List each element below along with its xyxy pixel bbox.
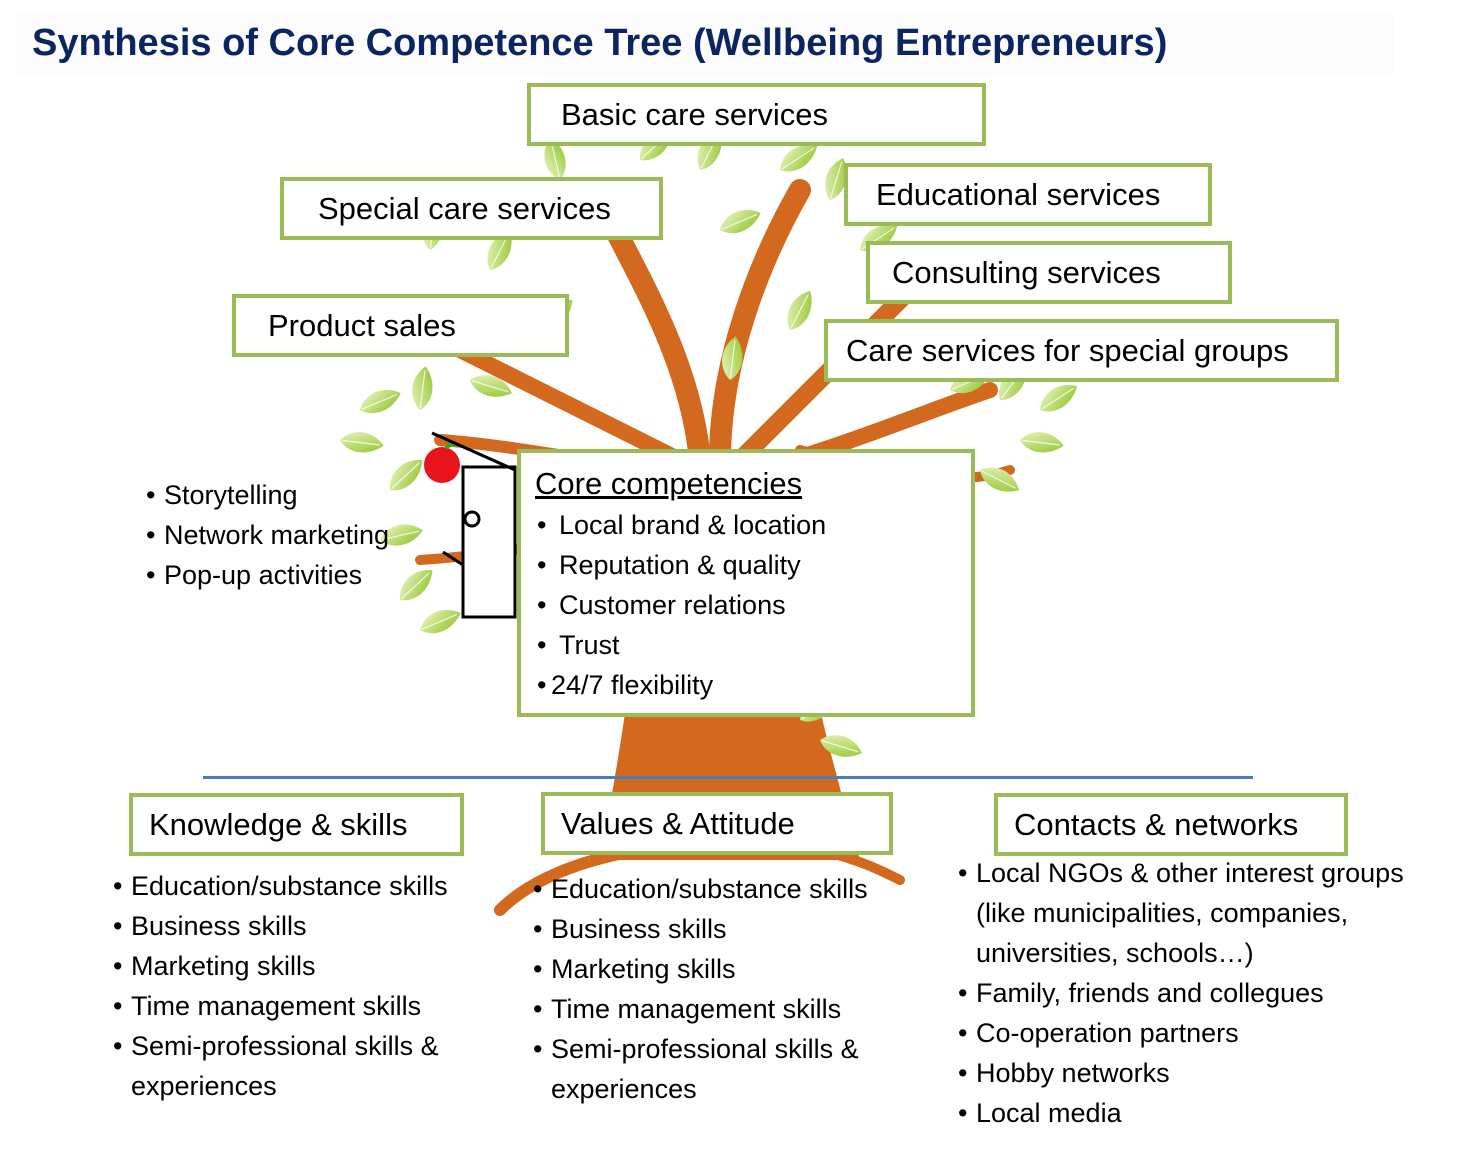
apple-icon [424,447,460,483]
service-box-educational: Educational services [844,163,1212,226]
root-item: Time management skills [113,986,448,1026]
root-item: Family, friends and collegues [958,973,1404,1013]
service-label: Product sales [268,308,456,343]
knowledge-list: Education/substance skills Business skil… [113,866,448,1106]
root-item: Local NGOs & other interest groups [958,853,1404,893]
service-label: Basic care services [561,97,829,132]
core-item: Local brand & location [535,505,971,545]
core-item: Reputation & quality [535,545,971,585]
root-item-continuation: experiences [551,1074,697,1104]
channel-item: Network marketing [146,515,389,555]
root-item: Local media [958,1093,1404,1133]
channel-item: Storytelling [146,475,389,515]
root-item: Marketing skills [533,949,868,989]
core-competencies-title: Core competencies [535,466,803,501]
root-item: Hobby networks [958,1053,1404,1093]
core-item: Trust [535,625,971,665]
root-item: Semi-professional skills & [533,1029,868,1069]
root-item: Semi-professional skills & [113,1026,448,1066]
channel-item: Pop-up activities [146,555,389,595]
service-label: Care services for special groups [846,333,1289,368]
values-list: Education/substance skills Business skil… [533,869,868,1109]
core-item: Customer relations [535,585,971,625]
core-competencies-list: Local brand & location Reputation & qual… [535,505,971,705]
root-item: Business skills [533,909,868,949]
title-band [16,14,1394,76]
root-heading-label: Values & Attitude [561,806,795,841]
root-item: Education/substance skills [113,866,448,906]
root-item: Business skills [113,906,448,946]
service-label: Educational services [876,177,1161,212]
root-item-continuation: experiences [131,1071,277,1101]
root-item-continuation: universities, schools…) [976,938,1254,968]
service-box-product-sales: Product sales [232,294,569,357]
root-item: Time management skills [533,989,868,1029]
root-item: Education/substance skills [533,869,868,909]
service-label: Consulting services [892,255,1161,290]
core-competencies-box: Core competencies Local brand & location… [517,449,975,717]
service-box-special-groups: Care services for special groups [824,319,1339,382]
channels-list: Storytelling Network marketing Pop-up ac… [146,475,389,595]
page-title: Synthesis of Core Competence Tree (Wellb… [32,22,1168,64]
ground-divider [203,776,1253,779]
root-item-continuation: (like municipalities, companies, [976,898,1349,928]
root-heading-label: Knowledge & skills [149,807,408,842]
root-item: Marketing skills [113,946,448,986]
service-box-basic-care: Basic care services [527,83,986,146]
root-heading-values: Values & Attitude [541,792,893,855]
root-heading-contacts: Contacts & networks [994,793,1348,856]
service-box-consulting: Consulting services [866,241,1232,304]
contacts-list: Local NGOs & other interest groups (like… [958,853,1404,1133]
core-item: 24/7 flexibility [535,665,971,705]
root-item: Co-operation partners [958,1013,1404,1053]
root-heading-label: Contacts & networks [1014,807,1299,842]
service-label: Special care services [318,191,611,226]
birdhouse-icon [431,431,517,619]
service-box-special-care: Special care services [280,177,663,240]
root-heading-knowledge: Knowledge & skills [129,793,464,856]
